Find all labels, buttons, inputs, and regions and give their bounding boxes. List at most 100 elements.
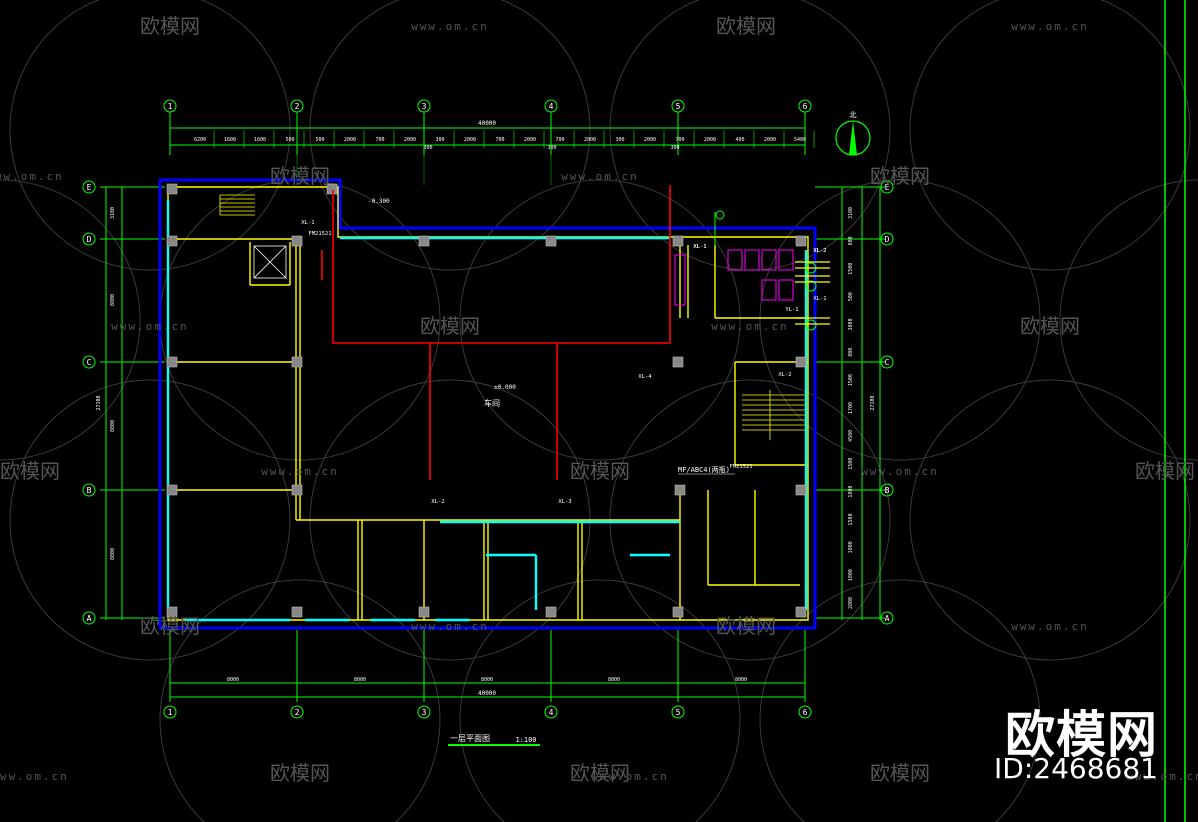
grid-bubble bbox=[163, 705, 177, 719]
tag-label: XL-1 bbox=[813, 296, 826, 302]
toilet-fixtures bbox=[674, 249, 794, 306]
watermark-brand: 欧模网 bbox=[420, 314, 480, 338]
left-total: 27100 bbox=[96, 395, 102, 410]
top-dim-value: 2000 bbox=[704, 137, 716, 143]
top-dim-value: 1600 bbox=[224, 137, 236, 143]
column bbox=[545, 235, 557, 247]
elevator bbox=[253, 245, 287, 279]
right-dim-value: 800 bbox=[848, 236, 854, 245]
bottom-dim-value: 8000 bbox=[481, 677, 493, 683]
grid-col-label: 4 bbox=[549, 708, 554, 717]
watermark-site: www.om.cn bbox=[1011, 20, 1089, 33]
right-dim-value: 1000 bbox=[848, 541, 854, 553]
windows bbox=[166, 200, 808, 622]
watermark-brand: 欧模网 bbox=[270, 761, 330, 785]
tag-label: FM21521 bbox=[729, 464, 752, 470]
elevation-out: -0.300 bbox=[368, 198, 390, 205]
watermark-brand: 欧模网 bbox=[140, 14, 200, 38]
column bbox=[795, 356, 807, 368]
column bbox=[795, 235, 807, 247]
grid-bubble bbox=[82, 483, 96, 497]
watermark-brand: 欧模网 bbox=[1020, 314, 1080, 338]
tag-label: XL-2 bbox=[813, 248, 826, 254]
grid-row-label: D bbox=[885, 235, 890, 244]
tag-label: XL-1 bbox=[693, 244, 706, 250]
top-dim-value: 2000 bbox=[644, 137, 656, 143]
tag-label: YL-1 bbox=[785, 307, 798, 313]
brand-watermark: 欧模网 bbox=[1005, 706, 1158, 764]
watermark-brand: 欧模网 bbox=[716, 14, 776, 38]
watermark-site: www.om.cn bbox=[861, 465, 939, 478]
grid-col-label: 2 bbox=[295, 102, 300, 111]
left-dim-value: 3100 bbox=[110, 207, 116, 219]
stair-right bbox=[742, 390, 805, 440]
top-dim-value: 400 bbox=[735, 137, 744, 143]
grid-bubble bbox=[417, 705, 431, 719]
top-dim-value: 2000 bbox=[464, 137, 476, 143]
grid-row-label: E bbox=[87, 183, 92, 192]
tag-label: XL-2 bbox=[778, 372, 791, 378]
top-dim-value: 500 bbox=[315, 137, 324, 143]
building-outline bbox=[158, 178, 817, 630]
top-dim-value: 2000 bbox=[524, 137, 536, 143]
watermark-brand: 欧模网 bbox=[716, 614, 776, 638]
top-dim-value: 2000 bbox=[404, 137, 416, 143]
grid-col-label: 6 bbox=[803, 708, 808, 717]
column bbox=[291, 606, 303, 618]
grid-bubble bbox=[82, 180, 96, 194]
column bbox=[166, 183, 178, 195]
grid-col-label: 4 bbox=[549, 102, 554, 111]
right-dim-value: 1800 bbox=[848, 569, 854, 581]
watermark-site: www.om.cn bbox=[591, 770, 669, 783]
grid-row-label: B bbox=[87, 486, 92, 495]
left-dimension bbox=[100, 186, 165, 620]
column bbox=[545, 606, 557, 618]
watermark-site: www.om.cn bbox=[0, 770, 69, 783]
grid-row-label: A bbox=[885, 614, 890, 623]
right-dim-value: 1500 bbox=[848, 263, 854, 275]
column bbox=[166, 356, 178, 368]
tag-label: XL-2 bbox=[431, 499, 444, 505]
grid-col-label: 3 bbox=[422, 708, 427, 717]
grid-row-label: B bbox=[885, 486, 890, 495]
bottom-total: 40000 bbox=[478, 690, 496, 697]
grid-bubble bbox=[82, 232, 96, 246]
watermark-site: www.om.cn bbox=[1011, 620, 1089, 633]
right-dim-value: 500 bbox=[848, 292, 854, 301]
top-dimension bbox=[169, 120, 806, 155]
watermark-brand: 欧模网 bbox=[140, 614, 200, 638]
tag-label: XL-3 bbox=[558, 499, 571, 505]
column bbox=[672, 606, 684, 618]
north-arrow bbox=[835, 120, 871, 156]
watermark-site: www.om.cn bbox=[111, 320, 189, 333]
top-dim-value: 2000 bbox=[344, 137, 356, 143]
bottom-dim-value: 8000 bbox=[227, 677, 239, 683]
right-total: 27100 bbox=[870, 395, 876, 410]
right-dim-value: 1500 bbox=[848, 374, 854, 386]
fire-hydrant-label: MF/ABC4(两瓶) bbox=[678, 465, 730, 474]
structural-columns bbox=[166, 183, 807, 618]
top-dim-value: 6200 bbox=[194, 137, 206, 143]
right-dim-value: 3800 bbox=[848, 318, 854, 330]
grid-row-label: C bbox=[885, 358, 890, 367]
left-dim-value: 8800 bbox=[110, 420, 116, 432]
top-sub-dim: 300 bbox=[670, 145, 679, 151]
column bbox=[291, 484, 303, 496]
top-sub-dim: 300 bbox=[547, 145, 556, 151]
right-dim-value: 1800 bbox=[848, 486, 854, 498]
left-dim-value: 8800 bbox=[110, 294, 116, 306]
grid-bubble bbox=[82, 355, 96, 369]
column bbox=[166, 606, 178, 618]
watermark-site: www.om.cn bbox=[561, 170, 639, 183]
watermarks: 欧模网欧模网欧模网欧模网欧模网欧模网欧模网欧模网欧模网欧模网欧模网欧模网欧模网欧… bbox=[0, 14, 1198, 785]
watermark-site: www.om.cn bbox=[711, 320, 789, 333]
top-dim-value: 300 bbox=[615, 137, 624, 143]
grid-col-label: 1 bbox=[168, 708, 173, 717]
grid-col-label: 6 bbox=[803, 102, 808, 111]
tag-label: YL-2 bbox=[813, 248, 826, 254]
brand-id: ID:2468681 bbox=[994, 752, 1158, 785]
